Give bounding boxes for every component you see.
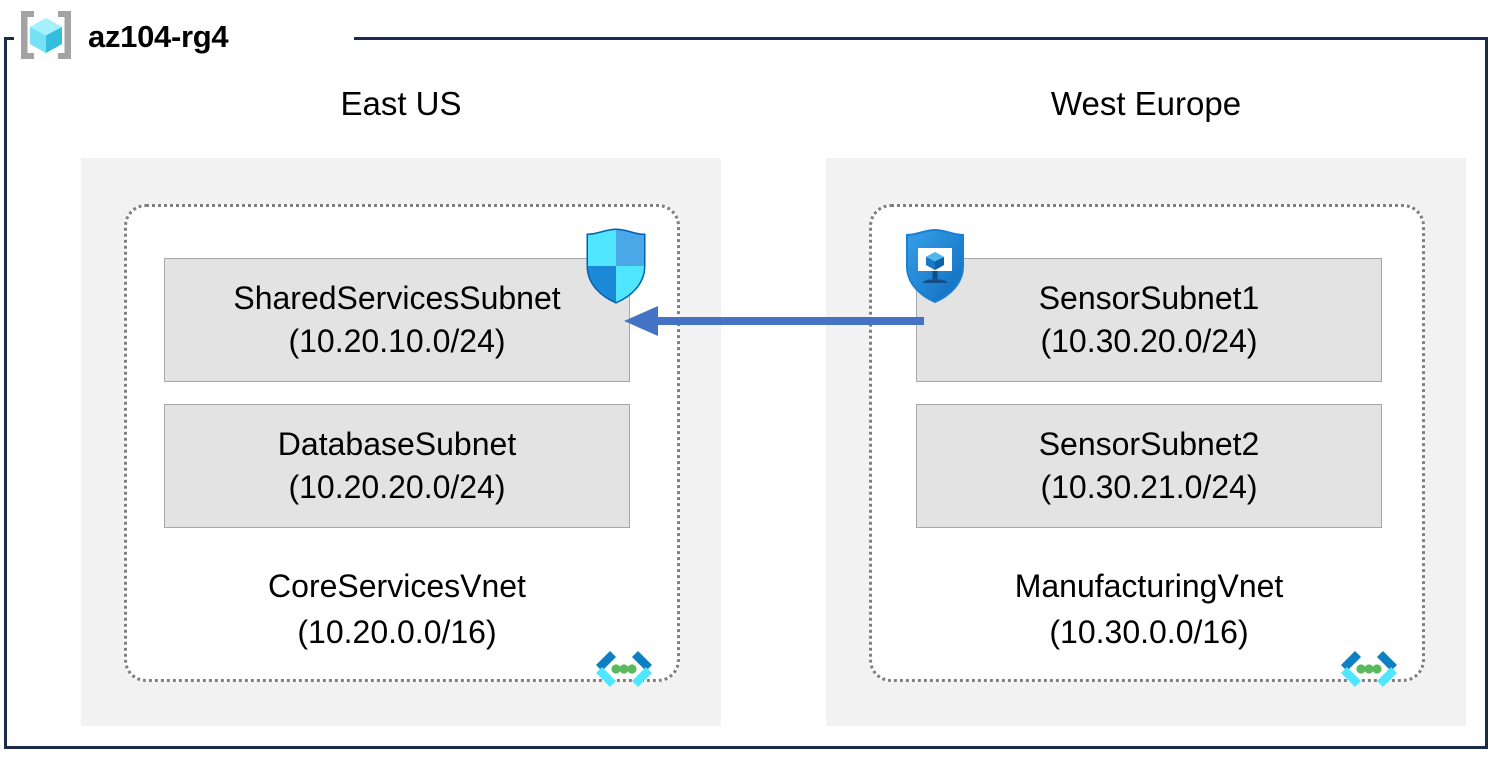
shield-firewall-icon <box>580 226 652 311</box>
subnet-name: SensorSubnet1 <box>1038 280 1260 316</box>
vnet-address-space: (10.30.0.0/16) <box>1049 614 1249 650</box>
region-label-west-europe: West Europe <box>1050 85 1242 122</box>
subnet-database[interactable]: DatabaseSubnet (10.20.20.0/24) <box>164 404 630 528</box>
subnet-address-prefix: (10.30.20.0/24) <box>1040 323 1258 359</box>
vnet-address-space: (10.20.0.0/16) <box>297 614 497 650</box>
resource-group-header: az104-rg4 <box>14 6 229 68</box>
region-label-east-us: East US <box>340 85 462 122</box>
virtual-network-icon <box>1337 645 1401 698</box>
vnet-label-core-services: CoreServicesVnet (10.20.0.0/16) <box>164 563 630 655</box>
subnet-name: SharedServicesSubnet <box>233 280 561 316</box>
resource-group-frame <box>4 37 1488 749</box>
subnet-sensor-2[interactable]: SensorSubnet2 (10.30.21.0/24) <box>916 404 1382 528</box>
subnet-shared-services[interactable]: SharedServicesSubnet (10.20.10.0/24) <box>164 258 630 382</box>
virtual-network-icon <box>592 645 656 698</box>
vnet-name: CoreServicesVnet <box>268 568 526 604</box>
shield-vm-icon <box>899 226 971 311</box>
peering-arrow <box>624 306 924 336</box>
vnet-label-manufacturing: ManufacturingVnet (10.30.0.0/16) <box>916 563 1382 655</box>
subnet-name: SensorSubnet2 <box>1038 426 1260 462</box>
resource-group-icon <box>14 7 78 68</box>
vnet-name: ManufacturingVnet <box>1014 568 1284 604</box>
resource-group-name: az104-rg4 <box>88 19 229 54</box>
subnet-address-prefix: (10.20.20.0/24) <box>288 469 506 505</box>
subnet-sensor-1[interactable]: SensorSubnet1 (10.30.20.0/24) <box>916 258 1382 382</box>
subnet-address-prefix: (10.20.10.0/24) <box>288 323 506 359</box>
subnet-name: DatabaseSubnet <box>277 426 517 462</box>
subnet-address-prefix: (10.30.21.0/24) <box>1040 469 1258 505</box>
